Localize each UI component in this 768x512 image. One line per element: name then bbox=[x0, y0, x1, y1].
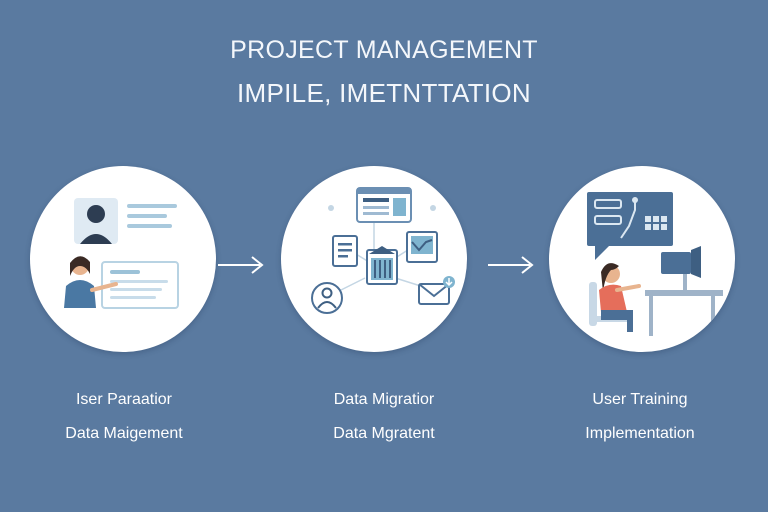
title-line-2: IMPILE, IMETNTTATION bbox=[237, 78, 531, 108]
step-2-label: Data Migratior bbox=[333, 391, 435, 408]
arrow-right-icon bbox=[488, 256, 534, 274]
user-training-circle bbox=[549, 166, 735, 352]
title-line-1: PROJECT MANAGEMENT bbox=[230, 36, 538, 64]
user-preparation-illustration bbox=[64, 198, 179, 309]
step-1-sublabel: Data Maigement bbox=[65, 425, 183, 442]
user-preparation-circle bbox=[30, 166, 216, 352]
data-migration-circle bbox=[281, 166, 467, 352]
training-board-icon bbox=[587, 192, 673, 246]
step-3-label: User Training bbox=[592, 391, 688, 408]
arrow-right-icon bbox=[218, 256, 264, 274]
user-training-illustration bbox=[587, 192, 723, 336]
step-1-label: Iser Paraatior bbox=[75, 391, 173, 408]
desk-monitor-icon bbox=[661, 252, 691, 274]
data-migration-illustration bbox=[311, 187, 455, 314]
step-2-sublabel: Data Mgratent bbox=[333, 425, 435, 442]
step-3-sublabel: Implementation bbox=[585, 425, 695, 442]
